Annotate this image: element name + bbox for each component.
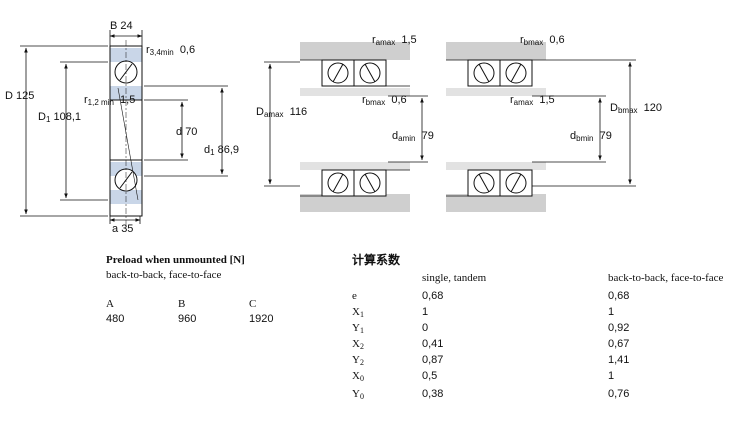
factor-symbol: X0: [352, 370, 364, 383]
factor-symbol: e: [352, 290, 357, 302]
factors-col2-header: back-to-back, face-to-face: [608, 272, 724, 284]
factor-symbol: X2: [352, 338, 364, 351]
preload-value-A: 480: [106, 313, 125, 325]
back-to-back-arrangement: [264, 42, 428, 212]
dim-r12-label: r1,2 min 1,5: [84, 94, 136, 107]
preload-title: Preload when unmounted [N]: [106, 254, 245, 266]
face-to-face-arrangement: [446, 42, 636, 212]
preload-subtitle: back-to-back, face-to-face: [106, 269, 222, 281]
factor-value-pair: 1: [608, 306, 615, 318]
abut-ra-right: ramax 1,5: [510, 94, 555, 107]
factor-value-pair: 0,76: [608, 388, 630, 400]
factors-col1-header: single, tandem: [422, 272, 487, 284]
preload-value-B: 960: [178, 313, 197, 325]
abut-Db: Dbmax 120: [610, 102, 662, 115]
preload-header-C: C: [249, 298, 257, 310]
dim-d1-label: d1 86,9: [204, 144, 240, 157]
factor-value-pair: 0,92: [608, 322, 630, 334]
factor-symbol: Y2: [352, 354, 364, 367]
factor-value-pair: 1,41: [608, 354, 630, 366]
dim-D-label: D 125: [5, 90, 35, 102]
dim-B-label: B 24: [110, 20, 133, 32]
bearing-cross-section: [109, 40, 143, 226]
preload-header-B: B: [178, 298, 186, 310]
preload-value-C: 1920: [249, 313, 274, 325]
dim-D1-label: D1 108,1: [38, 111, 81, 124]
dimension-lines-left: [20, 30, 228, 224]
factor-value-single: 0: [422, 322, 429, 334]
factor-value-single: 0,5: [422, 370, 438, 382]
dim-r34-label: r3,4min 0,6: [146, 44, 196, 57]
dim-d-label: d 70: [176, 126, 198, 138]
dim-a-label: a 35: [112, 223, 134, 235]
factor-symbol: X1: [352, 306, 364, 319]
abut-da: damin 79: [392, 130, 434, 143]
factor-symbol: Y0: [352, 388, 364, 401]
factor-value-pair: 0,68: [608, 290, 630, 302]
factor-value-pair: 0,67: [608, 338, 630, 350]
factors-title: 计算系数: [352, 253, 401, 267]
abut-ra-left: ramax 1,5: [372, 34, 417, 47]
abut-Da: Damax 116: [256, 106, 308, 119]
factor-value-pair: 1: [608, 370, 615, 382]
abut-rb-right: rbmax 0,6: [520, 34, 565, 47]
abut-rb-left: rbmax 0,6: [362, 94, 407, 107]
factor-value-single: 0,41: [422, 338, 444, 350]
abut-db: dbmin 79: [570, 130, 612, 143]
preload-header-A: A: [106, 298, 114, 310]
factor-value-single: 0,68: [422, 290, 444, 302]
factor-value-single: 0,87: [422, 354, 444, 366]
factor-value-single: 1: [422, 306, 429, 318]
factor-symbol: Y1: [352, 322, 364, 335]
factor-value-single: 0,38: [422, 388, 444, 400]
